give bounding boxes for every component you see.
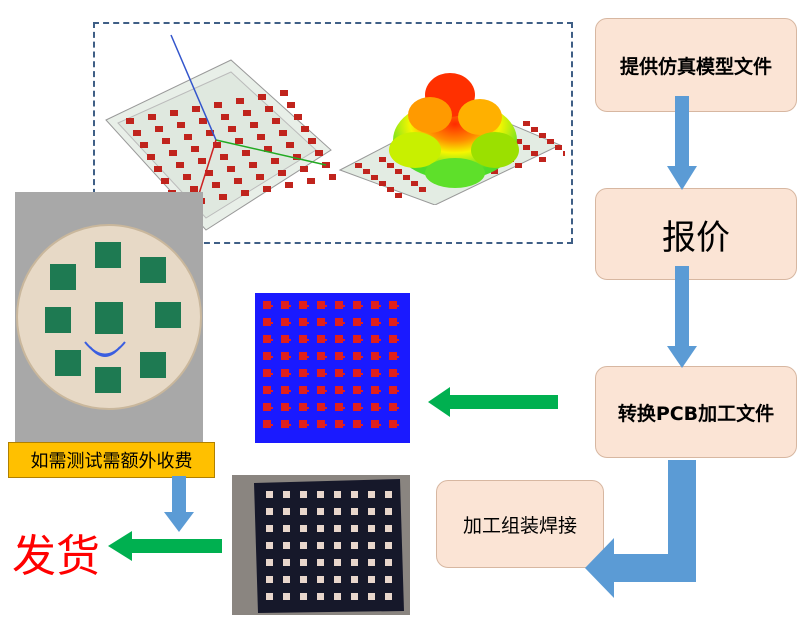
arrow-down-3	[164, 476, 194, 532]
step-provide-model: 提供仿真模型文件	[595, 18, 797, 112]
antenna-test-fixture-photo	[15, 192, 203, 442]
radiation-pattern-3d	[338, 73, 565, 205]
pcb-layout-blue-red	[255, 293, 410, 443]
step-quote: 报价	[595, 188, 797, 280]
simulation-frame	[93, 22, 573, 244]
step-convert-pcb: 转换PCB加工文件	[595, 366, 797, 458]
test-fee-note: 如需测试需额外收费	[8, 442, 215, 478]
arrow-down-2	[667, 266, 697, 368]
step-assemble-weld: 加工组装焊接	[436, 480, 604, 568]
arrow-green-1	[428, 387, 558, 417]
antenna-array-3d-model	[105, 34, 336, 235]
ship-label: 发货	[12, 531, 100, 582]
arrow-green-2	[108, 531, 222, 561]
fabricated-pcb-photo	[232, 475, 410, 615]
